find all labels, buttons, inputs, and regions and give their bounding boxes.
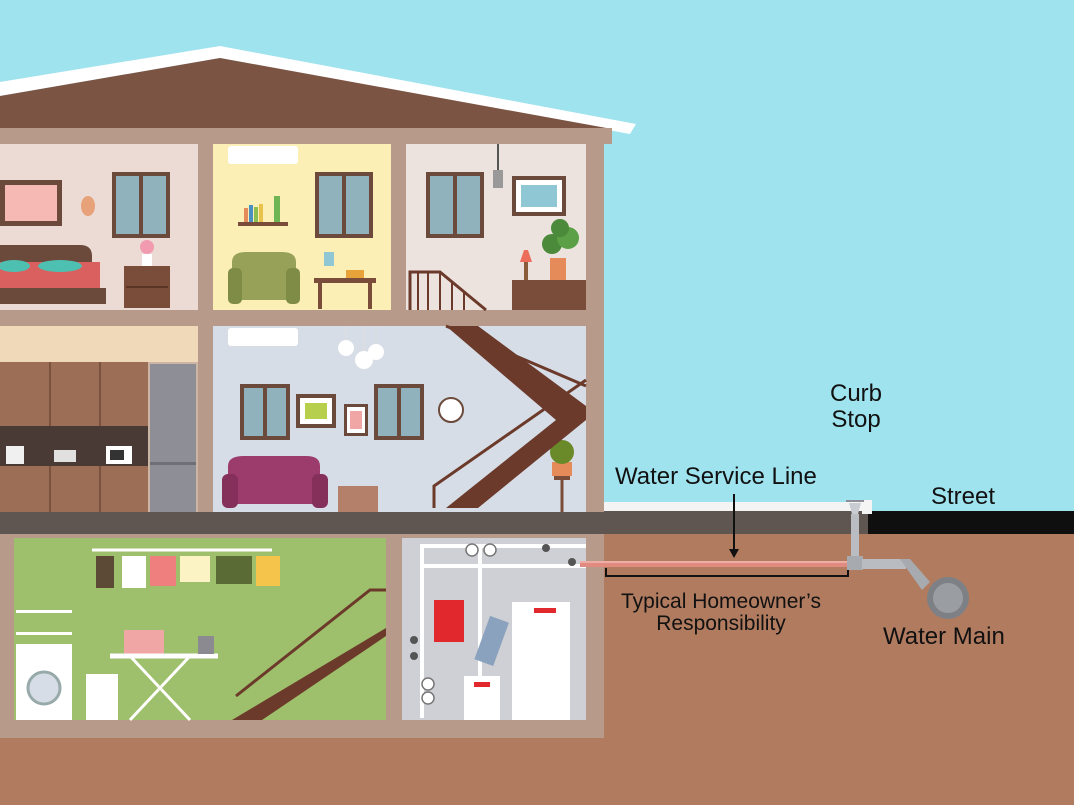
water-main-label: Water Main <box>883 623 1005 650</box>
kitchen <box>0 326 198 512</box>
water-service-pipe <box>580 561 850 567</box>
street-label: Street <box>931 483 996 510</box>
curb <box>862 500 872 514</box>
responsibility-label-line1: Typical Homeowner’s <box>621 590 821 613</box>
service-line-pointer <box>729 494 739 558</box>
ground-surface <box>0 511 872 534</box>
homeowner-responsibility-label: Typical Homeowner’s Responsibility <box>596 590 846 636</box>
curb-stop-valve <box>846 500 864 570</box>
sidewalk <box>600 502 872 512</box>
water-main-pipe <box>927 577 969 619</box>
responsibility-label-line2: Responsibility <box>656 612 786 636</box>
upper-hall <box>406 144 586 312</box>
main-connection-pipe <box>862 559 930 590</box>
bedroom <box>0 144 198 310</box>
water-service-line-label: Water Service Line <box>615 463 817 490</box>
curb-stop-label-line2: Stop <box>831 406 881 434</box>
curb-stop-label: Curb Stop <box>822 380 890 434</box>
street <box>868 511 1074 534</box>
living-room <box>213 326 586 512</box>
reading-room <box>213 144 391 310</box>
staircase <box>432 324 587 508</box>
utility-room <box>402 538 586 720</box>
laundry-room <box>14 538 386 722</box>
basement-stairs <box>232 588 386 720</box>
roof <box>0 46 636 144</box>
curb-stop-label-line1: Curb <box>829 380 883 407</box>
